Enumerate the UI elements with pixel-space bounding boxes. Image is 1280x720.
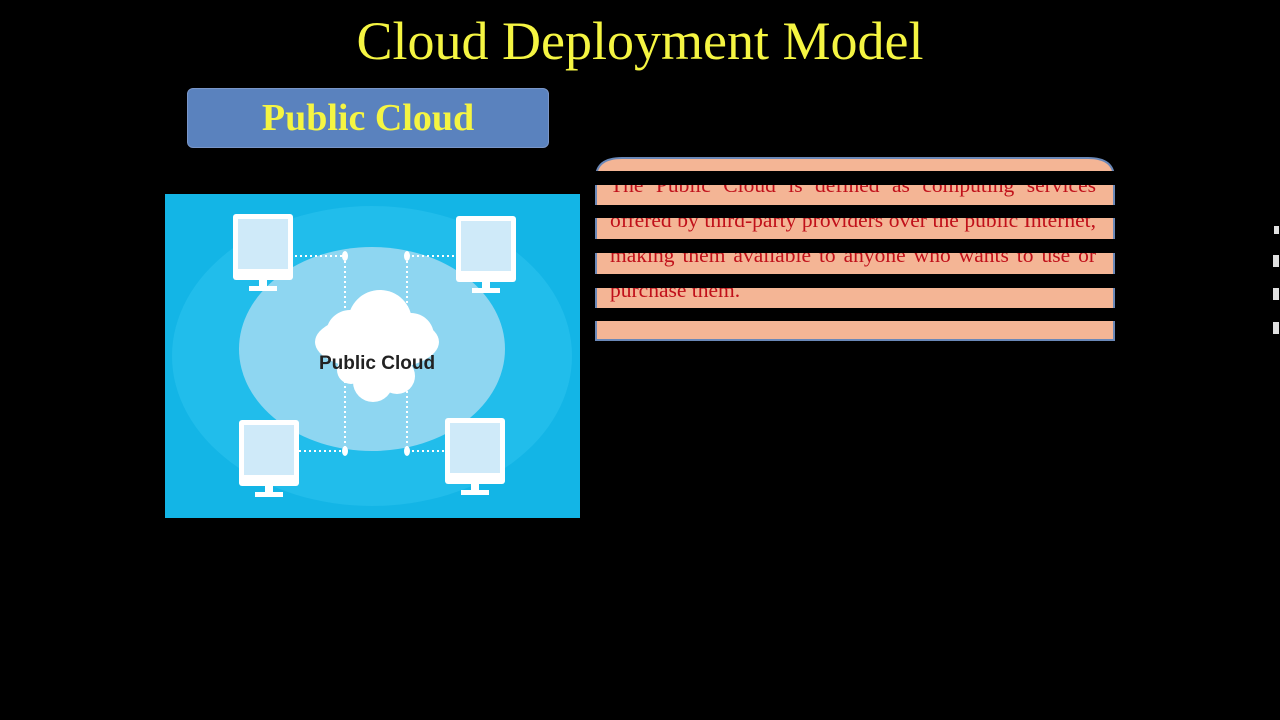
monitor-icon	[456, 216, 516, 293]
monitor-icon	[445, 418, 505, 495]
edge-marker	[1274, 226, 1279, 234]
monitor-icon	[239, 420, 299, 497]
edge-marker	[1273, 255, 1279, 267]
edge-marker	[1273, 288, 1279, 300]
edge-marker	[1273, 322, 1279, 334]
public-cloud-diagram: Public Cloud	[165, 194, 580, 518]
description-callout: The Public Cloud is defined as computing…	[592, 156, 1118, 342]
section-heading-label: Public Cloud	[261, 97, 475, 139]
slide-title: Cloud Deployment Model	[356, 11, 924, 71]
monitor-icon	[233, 214, 293, 291]
section-heading: Public Cloud	[187, 88, 549, 148]
cloud-icon	[315, 290, 439, 402]
cloud-label: Public Cloud	[319, 353, 435, 374]
